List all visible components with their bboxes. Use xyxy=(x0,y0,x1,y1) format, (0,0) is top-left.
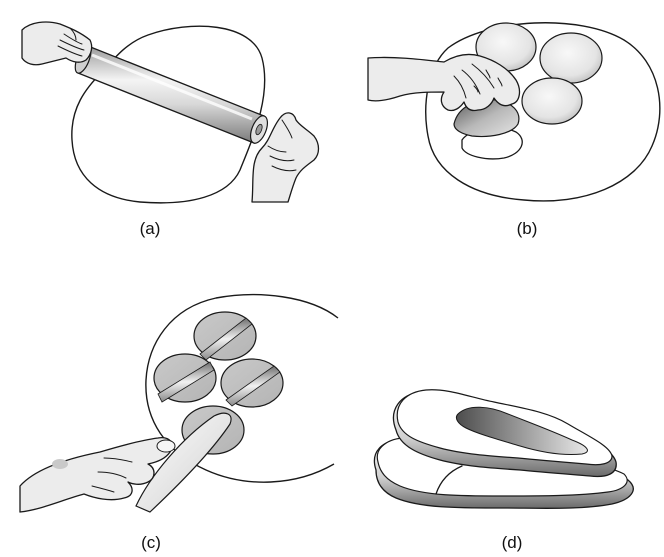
cut-disk xyxy=(221,359,283,407)
dough-disk xyxy=(540,33,602,83)
panel-a-label: (a) xyxy=(140,219,161,238)
panel-d: (d) xyxy=(374,390,633,552)
panel-b: (b) xyxy=(368,23,660,238)
pressing-hand-icon xyxy=(368,54,519,110)
panel-c: (c) xyxy=(20,295,338,552)
dough-disk xyxy=(522,78,582,124)
panel-c-label: (c) xyxy=(141,533,161,552)
left-hand-icon xyxy=(22,22,92,65)
cut-disk xyxy=(154,354,216,402)
panel-b-label: (b) xyxy=(517,219,538,238)
panel-d-label: (d) xyxy=(502,533,523,552)
panel-a: (a) xyxy=(22,22,319,238)
cut-disk xyxy=(194,312,256,360)
